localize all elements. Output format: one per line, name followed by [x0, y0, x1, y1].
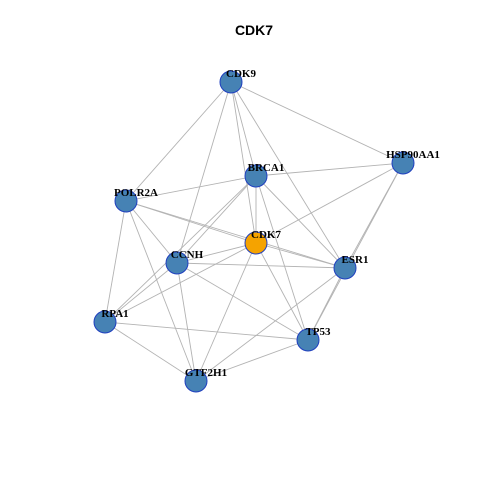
node-label-ccnh: CCNH — [171, 249, 204, 261]
edge-cdk7-ccnh — [176, 242, 257, 264]
node-label-hsp90aa1: HSP90AA1 — [386, 149, 440, 161]
edge-cdk9-ccnh — [176, 81, 232, 264]
edge-cdk7-gtf2h1 — [195, 242, 257, 382]
edge-cdk9-polr2a — [125, 81, 232, 202]
node-rpa1 — [93, 310, 117, 334]
node-label-polr2a: POLR2A — [114, 187, 158, 199]
node-tp53 — [296, 328, 320, 352]
edge-rpa1-gtf2h1 — [104, 321, 197, 382]
node-layer — [93, 70, 415, 393]
edge-tp53-gtf2h1 — [195, 339, 309, 382]
node-label-gtf2h1: GTF2H1 — [185, 367, 227, 379]
edge-cdk9-cdk7 — [230, 81, 257, 244]
edge-ccnh-tp53 — [176, 262, 309, 341]
edge-brca1-tp53 — [255, 175, 309, 341]
node-polr2a — [114, 189, 138, 213]
node-cdk7 — [244, 231, 268, 255]
edge-cdk9-esr1 — [230, 81, 346, 269]
edge-cdk9-brca1 — [230, 81, 257, 177]
edge-hsp90aa1-tp53 — [307, 162, 404, 341]
edge-ccnh-rpa1 — [104, 262, 178, 323]
node-label-cdk7: CDK7 — [251, 229, 281, 241]
edge-esr1-tp53 — [307, 267, 346, 341]
node-ccnh — [165, 251, 189, 275]
node-cdk9 — [219, 70, 243, 94]
edge-ccnh-esr1 — [176, 262, 346, 269]
edge-ccnh-gtf2h1 — [176, 262, 197, 382]
edge-brca1-rpa1 — [104, 175, 257, 323]
node-hsp90aa1 — [391, 151, 415, 175]
edge-polr2a-rpa1 — [104, 200, 127, 323]
edge-brca1-esr1 — [255, 175, 346, 269]
edge-polr2a-gtf2h1 — [125, 200, 197, 382]
edge-hsp90aa1-cdk7 — [255, 162, 404, 244]
node-brca1 — [244, 164, 268, 188]
edge-brca1-ccnh — [176, 175, 257, 264]
graph-title: CDK7 — [235, 22, 273, 38]
node-label-tp53: TP53 — [305, 326, 331, 338]
node-gtf2h1 — [184, 369, 208, 393]
edge-polr2a-esr1 — [125, 200, 346, 269]
edge-polr2a-ccnh — [125, 200, 178, 264]
edge-cdk7-tp53 — [255, 242, 309, 341]
node-label-rpa1: RPA1 — [101, 308, 128, 320]
node-label-cdk9: CDK9 — [226, 68, 256, 80]
edge-rpa1-tp53 — [104, 321, 309, 341]
node-label-esr1: ESR1 — [342, 254, 369, 266]
edge-esr1-gtf2h1 — [195, 267, 346, 382]
edge-hsp90aa1-brca1 — [255, 162, 404, 177]
node-esr1 — [333, 256, 357, 280]
edge-cdk7-esr1 — [255, 242, 346, 269]
edge-brca1-polr2a — [125, 175, 257, 202]
node-label-brca1: BRCA1 — [248, 162, 285, 174]
edge-cdk9-hsp90aa1 — [230, 81, 404, 164]
